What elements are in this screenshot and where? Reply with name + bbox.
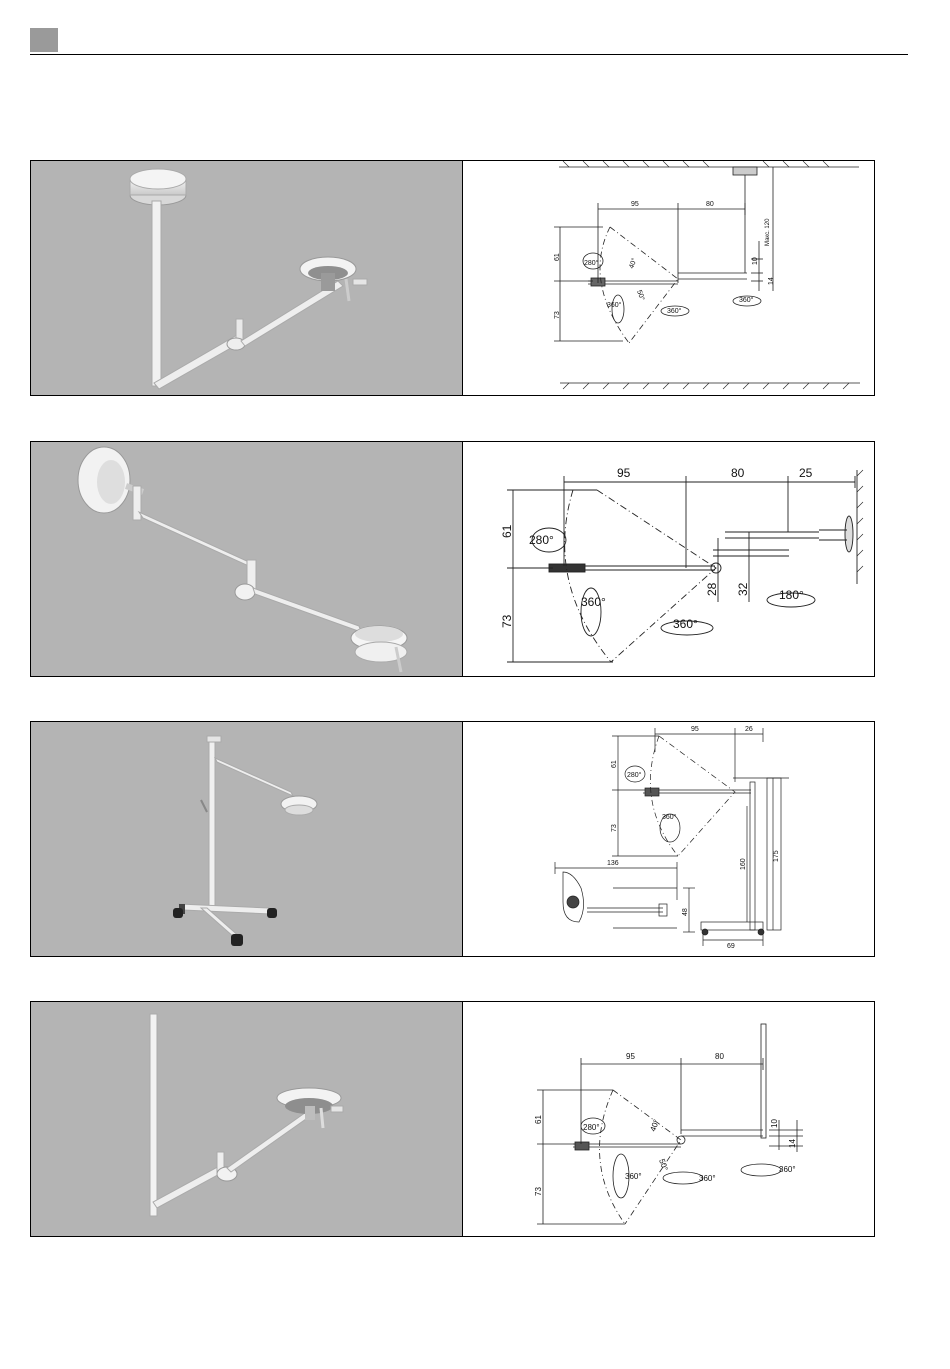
dim-95: 95 [691, 726, 699, 733]
dim-80: 80 [715, 1052, 724, 1061]
dim-max-120: Макс. 120 [765, 218, 771, 246]
dim-61: 61 [554, 253, 561, 261]
angle-360-b: 360° [673, 617, 698, 631]
dim-80: 80 [731, 466, 745, 480]
angle-280: 280° [584, 259, 599, 267]
rail-mount-diagram: 95 80 61 73 10 14 280° 40° 50° 360° 360°… [463, 1002, 874, 1236]
dim-10: 10 [752, 257, 759, 265]
dim-73: 73 [500, 614, 514, 628]
angle-360-b: 360° [667, 307, 682, 315]
rail-mount-render [31, 1002, 463, 1236]
angle-360-c: 360° [779, 1165, 796, 1174]
angle-360-a: 360° [607, 301, 622, 309]
section-marker [30, 28, 58, 52]
dim-14: 14 [768, 277, 775, 285]
dim-32: 32 [736, 582, 750, 596]
dim-136: 136 [607, 860, 619, 867]
angle-50: 50° [635, 289, 646, 302]
dim-61: 61 [534, 1115, 543, 1124]
angle-180: 180° [779, 588, 804, 602]
panel-ceiling-mount: 95 80 Макс. 120 61 73 10 14 280° 40° 50°… [30, 160, 875, 396]
mobile-stand-render [31, 722, 463, 956]
angle-360-a: 360° [581, 595, 606, 609]
ceiling-mount-render [31, 161, 463, 395]
dim-95: 95 [626, 1052, 635, 1061]
dim-10: 10 [770, 1119, 779, 1128]
dim-73: 73 [554, 311, 561, 319]
dim-80: 80 [706, 201, 714, 208]
angle-40: 40° [648, 1118, 661, 1132]
panel-mobile-stand: 95 26 61 73 160 175 136 48 69 280° 360° [30, 721, 875, 957]
dim-26: 26 [745, 726, 753, 733]
dim-73: 73 [534, 1187, 543, 1196]
dim-69: 69 [727, 943, 735, 950]
dim-95: 95 [617, 466, 631, 480]
wall-mount-diagram: 95 80 25 61 73 28 32 280° 360° 360° 180° [463, 442, 874, 676]
dim-28: 28 [705, 582, 719, 596]
angle-360-b: 360° [699, 1174, 716, 1183]
panel-wall-mount: 95 80 25 61 73 28 32 280° 360° 360° 180° [30, 441, 875, 677]
angle-40: 40° [627, 257, 638, 270]
dim-14: 14 [788, 1139, 797, 1148]
panel-rail-mount: 95 80 61 73 10 14 280° 40° 50° 360° 360°… [30, 1001, 875, 1237]
dim-25: 25 [799, 466, 813, 480]
dim-95: 95 [631, 201, 639, 208]
angle-280: 280° [529, 533, 554, 547]
mobile-stand-diagram: 95 26 61 73 160 175 136 48 69 280° 360° [463, 722, 874, 956]
dim-160: 160 [740, 858, 747, 870]
dim-48: 48 [682, 908, 689, 916]
dim-61: 61 [500, 524, 514, 538]
angle-280: 280° [583, 1123, 600, 1132]
header-rule [30, 54, 908, 55]
ceiling-mount-diagram: 95 80 Макс. 120 61 73 10 14 280° 40° 50°… [463, 161, 874, 395]
dim-175: 175 [773, 850, 780, 862]
wall-mount-render [31, 442, 463, 676]
dim-73: 73 [611, 824, 618, 832]
angle-280: 280° [627, 771, 642, 779]
angle-360-a: 360° [625, 1172, 642, 1181]
angle-360: 360° [662, 813, 677, 821]
dim-61: 61 [611, 760, 618, 768]
angle-360-c: 360° [739, 296, 754, 304]
